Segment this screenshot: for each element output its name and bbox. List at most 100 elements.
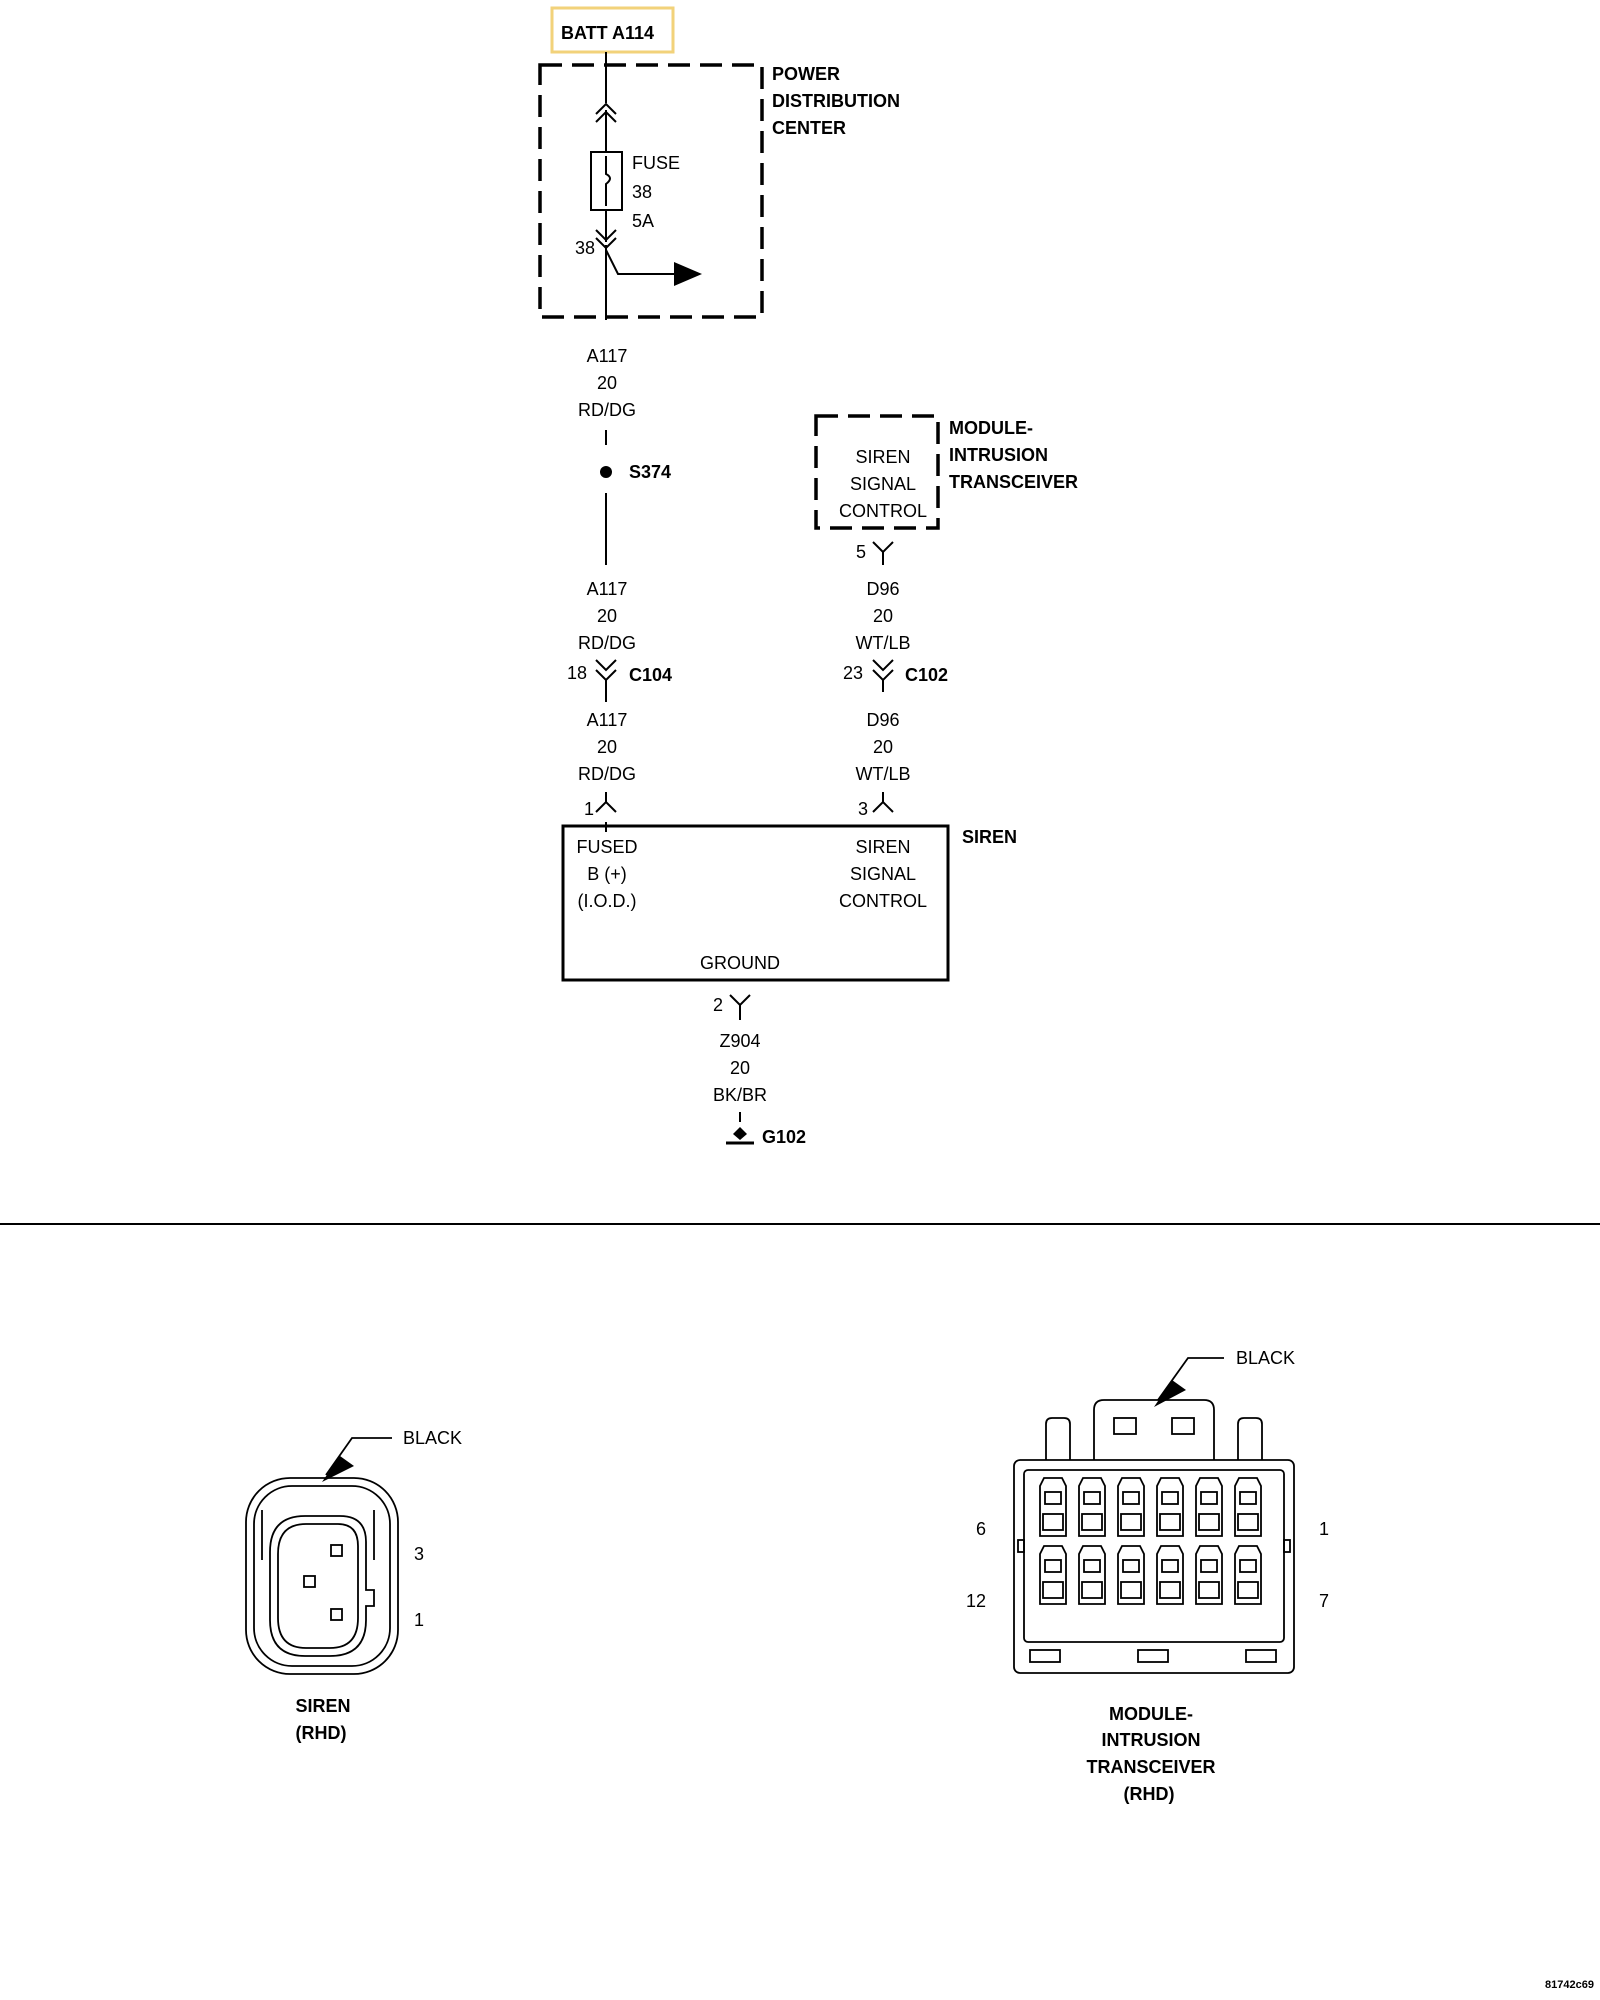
z904-color: BK/BR	[713, 1085, 767, 1105]
siren-connector-color: BLACK	[403, 1428, 462, 1448]
siren-pin1-number: 1	[584, 799, 594, 819]
batt-label: BATT A114	[561, 23, 654, 43]
fuse-label: FUSE	[632, 153, 680, 173]
pdc-title-line2: DISTRIBUTION	[772, 91, 900, 111]
mit-cavity	[1156, 1477, 1184, 1537]
mit-connector-foot-mid	[1137, 1649, 1169, 1663]
mit-cavity	[1078, 1545, 1106, 1605]
mit-inner-line3: CONTROL	[839, 501, 927, 521]
cavity-chevron-1	[595, 229, 617, 242]
mit-cavity	[1234, 1477, 1262, 1537]
mit-cavity	[1195, 1477, 1223, 1537]
siren-cavity-1	[330, 1608, 343, 1621]
mit-cavity-terminal	[1200, 1559, 1218, 1573]
mit-cavity-terminal	[1083, 1559, 1101, 1573]
ground-label: G102	[762, 1127, 806, 1147]
batt-highlight-box	[550, 6, 675, 54]
mit-cavity-seal	[1198, 1581, 1220, 1599]
mit-inner-line1: SIREN	[855, 447, 910, 467]
c104-pin: 18	[567, 663, 587, 683]
siren-connector-pin-bottom: 1	[414, 1610, 424, 1630]
mit-cavity-seal	[1237, 1513, 1259, 1531]
figure-id: 81742c69	[1545, 1979, 1594, 1991]
c102-chevron-2	[872, 669, 894, 682]
mit-connector-leader-arrow	[1154, 1380, 1186, 1407]
mit-cavity-seal	[1120, 1513, 1142, 1531]
mit-cavity-terminal	[1200, 1491, 1218, 1505]
mit-cavity-terminal	[1161, 1491, 1179, 1505]
siren-connector-leader-arrow	[322, 1456, 354, 1482]
siren-right-line2: SIGNAL	[850, 864, 916, 884]
mit-pin5-number: 5	[856, 542, 866, 562]
mit-cavity	[1117, 1477, 1145, 1537]
siren-left-line1: FUSED	[576, 837, 637, 857]
siren-cavity-3	[330, 1544, 343, 1557]
cavity-chevron-2	[595, 237, 617, 250]
mit-connector-pin-tl: 6	[976, 1519, 986, 1539]
mit-connector-caption4: (RHD)	[1124, 1784, 1175, 1804]
c102-pin: 23	[843, 663, 863, 683]
mit-connector-caption2: INTRUSION	[1102, 1730, 1201, 1750]
mit-cavity-terminal	[1239, 1559, 1257, 1573]
mit-box	[814, 414, 940, 530]
siren-right-line3: CONTROL	[839, 891, 927, 911]
cavity-number: 38	[575, 238, 595, 258]
d96-bot-color: WT/LB	[855, 764, 910, 784]
mit-cavity-seal	[1042, 1513, 1064, 1531]
siren-pin2-terminal	[729, 994, 751, 1007]
mit-cavity	[1039, 1545, 1067, 1605]
mit-connector-pin-bl: 12	[966, 1591, 986, 1611]
fuse-rating: 5A	[632, 211, 654, 231]
mit-connector-body	[1013, 1459, 1295, 1674]
siren-connector-leader	[325, 1437, 392, 1476]
splice-dot	[600, 466, 612, 478]
siren-connector-outer	[245, 1477, 399, 1675]
branch-wire	[605, 249, 676, 275]
pdc-title-line3: CENTER	[772, 118, 846, 138]
z904-circuit: Z904	[719, 1031, 760, 1051]
siren-connector-outer-inner	[253, 1485, 391, 1667]
pdc-box	[538, 63, 764, 319]
mit-cavity	[1234, 1545, 1262, 1605]
siren-connector-face-inner	[277, 1523, 359, 1649]
mit-connector-pin-tr: 1	[1319, 1519, 1329, 1539]
mit-cavity-seal	[1042, 1581, 1064, 1599]
c104-label: C104	[629, 665, 672, 685]
a117-bot-color: RD/DG	[578, 764, 636, 784]
mit-cavity	[1039, 1477, 1067, 1537]
siren-title: SIREN	[962, 827, 1017, 847]
a117-mid-gauge: 20	[597, 606, 617, 626]
splice-label: S374	[629, 462, 671, 482]
d96-top-color: WT/LB	[855, 633, 910, 653]
mit-cavity-terminal	[1239, 1491, 1257, 1505]
siren-left-line2: B (+)	[587, 864, 627, 884]
c104-chevron-1	[595, 659, 617, 672]
mit-cavity-terminal	[1044, 1559, 1062, 1573]
a117-top-gauge: 20	[597, 373, 617, 393]
mit-connector-foot-right	[1245, 1649, 1277, 1663]
mit-title-line1: MODULE-	[949, 418, 1033, 438]
siren-pin3-terminal	[872, 800, 894, 813]
mit-connector-latch-slot-right	[1171, 1417, 1195, 1435]
pdc-title-line1: POWER	[772, 64, 840, 84]
mit-cavity	[1078, 1477, 1106, 1537]
mit-cavity-seal	[1159, 1581, 1181, 1599]
mit-cavity-seal	[1081, 1581, 1103, 1599]
z904-gauge: 20	[730, 1058, 750, 1078]
mit-inner-line2: SIGNAL	[850, 474, 916, 494]
mit-cavity-terminal	[1122, 1559, 1140, 1573]
mit-connector-face	[1023, 1469, 1285, 1643]
siren-right-line1: SIREN	[855, 837, 910, 857]
mit-connector-pin-br: 7	[1319, 1591, 1329, 1611]
mit-connector-caption3: TRANSCEIVER	[1086, 1757, 1215, 1777]
mit-connector-caption1: MODULE-	[1109, 1704, 1193, 1724]
mit-cavity-seal	[1237, 1581, 1259, 1599]
a117-top-circuit: A117	[587, 346, 628, 366]
siren-connector-caption1: SIREN	[295, 1696, 350, 1716]
mit-cavity-seal	[1198, 1513, 1220, 1531]
siren-pin3-number: 3	[858, 799, 868, 819]
c102-label: C102	[905, 665, 948, 685]
mit-connector-key-right	[1283, 1539, 1291, 1553]
a117-top-color: RD/DG	[578, 400, 636, 420]
d96-bot-circuit: D96	[866, 710, 899, 730]
